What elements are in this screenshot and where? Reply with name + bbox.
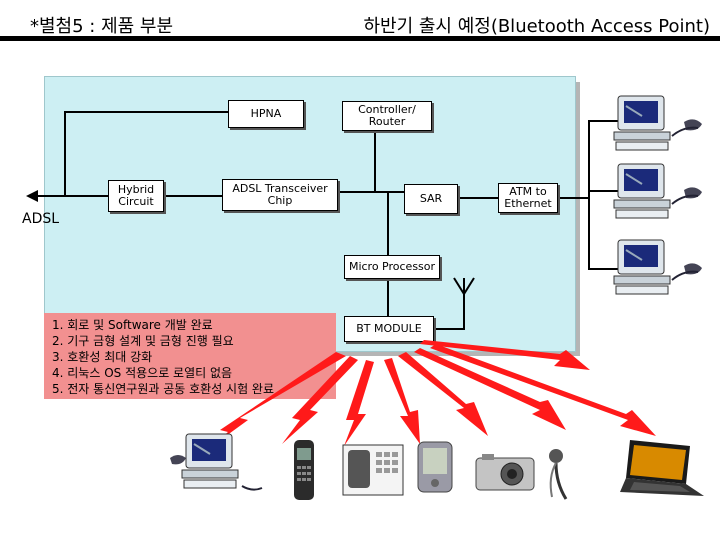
pc-icon — [613, 95, 702, 151]
micro-processor-block: Micro Processor — [344, 255, 440, 279]
slide-title: 하반기 출시 예정(Bluetooth Access Point) — [363, 16, 710, 37]
pc-icon — [613, 163, 702, 219]
adsl-transceiver-block: ADSL Transceiver Chip — [222, 179, 338, 211]
wire-hybrid-adsl — [162, 195, 228, 197]
wire-tree-top — [588, 120, 618, 122]
mobile-phone-icon — [294, 440, 314, 500]
hybrid-circuit-block: Hybrid Circuit — [108, 180, 164, 212]
adsl-arrow-icon — [26, 190, 38, 202]
ray-3 — [344, 360, 374, 446]
wire-adsl-main — [336, 191, 406, 193]
laptop-icon — [620, 440, 704, 496]
note-item: 2. 기구 금형 설계 및 금형 진행 필요 — [52, 334, 234, 348]
title-rule — [0, 36, 720, 41]
wire-antenna-bt — [432, 328, 465, 330]
pc-icon — [170, 433, 263, 491]
ray-7 — [430, 344, 656, 436]
lightning-bolts — [204, 340, 656, 452]
pc-icon — [613, 239, 702, 295]
antenna-icon — [453, 277, 475, 296]
atm-ethernet-block: ATM to Ethernet — [498, 183, 558, 213]
pda-icon — [417, 441, 453, 493]
note-item: 5. 전자 통신연구원과 공동 호환성 시험 완료 — [52, 382, 275, 396]
wire-micro-bt — [387, 277, 389, 317]
hpna-block: HPNA — [228, 100, 304, 128]
wire-micro-vertical — [387, 193, 389, 256]
desk-phone-icon — [342, 444, 404, 496]
ray-4 — [384, 358, 420, 444]
wire-atm-out — [556, 197, 588, 199]
router-block: Controller/ Router — [342, 101, 432, 131]
adsl-label: ADSL — [22, 211, 60, 227]
wire-antenna-feed — [463, 292, 465, 329]
ray-6 — [414, 348, 566, 430]
note-item: 3. 호환성 최대 강화 — [52, 350, 153, 364]
wire-router-down — [374, 130, 376, 192]
block-diagram-panel — [44, 76, 576, 352]
wire-top-horizontal — [64, 111, 232, 113]
ray-8 — [420, 340, 590, 370]
wire-tree-vertical — [588, 120, 590, 270]
wire-tree-mid — [588, 190, 618, 192]
headset-icon — [549, 449, 568, 500]
ray-5 — [398, 352, 488, 436]
wire-left-vertical — [64, 111, 66, 196]
ray-2 — [282, 356, 358, 444]
wire-tree-bottom — [588, 268, 618, 270]
note-item: 4. 리눅스 OS 적용으로 로열티 없음 — [52, 366, 233, 380]
camera-icon — [475, 454, 535, 491]
wire-adsl-line — [36, 195, 109, 197]
wire-sar-atm — [456, 197, 500, 199]
feature-notes: 1. 회로 및 Software 개발 완료 2. 기구 금형 설계 및 금형 … — [44, 313, 336, 399]
slide-label: *별첨5 : 제품 부분 — [30, 16, 174, 37]
ray-1 — [204, 352, 346, 452]
bt-module-block: BT MODULE — [344, 316, 434, 342]
note-item: 1. 회로 및 Software 개발 완료 — [52, 318, 213, 332]
sar-block: SAR — [404, 184, 458, 214]
